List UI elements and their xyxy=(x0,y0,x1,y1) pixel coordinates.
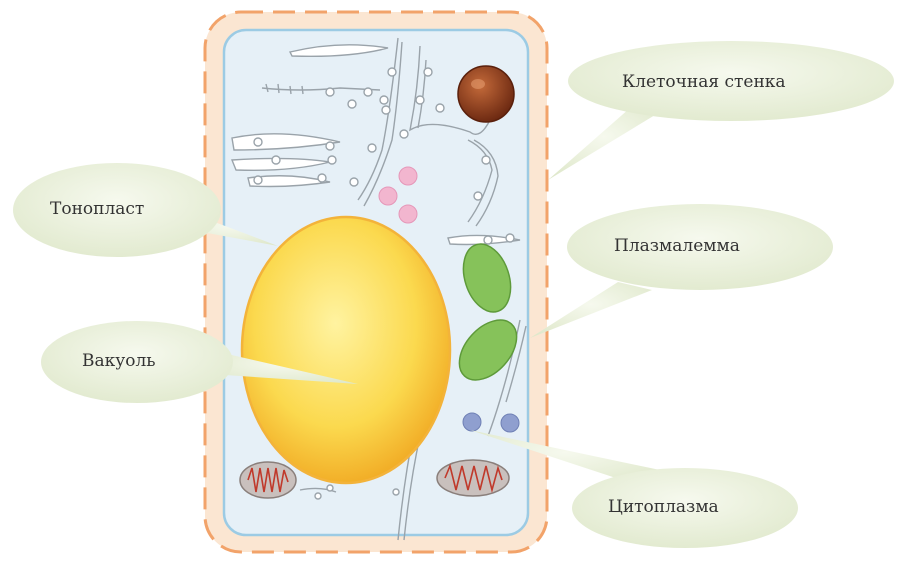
mitochondrion xyxy=(240,462,296,498)
callout-cell-wall xyxy=(548,41,894,180)
label-vacuole: Вакуоль xyxy=(82,351,156,371)
mitochondrion xyxy=(437,460,509,496)
label-cell-wall: Клеточная стенка xyxy=(622,72,786,92)
vacuole xyxy=(242,217,450,483)
nucleus xyxy=(458,66,514,122)
callout-plasmalemma xyxy=(530,204,833,338)
label-cytoplasm: Цитоплазма xyxy=(608,497,719,517)
label-plasmalemma: Плазмалемма xyxy=(614,236,740,256)
label-tonoplast: Тонопласт xyxy=(50,199,144,219)
